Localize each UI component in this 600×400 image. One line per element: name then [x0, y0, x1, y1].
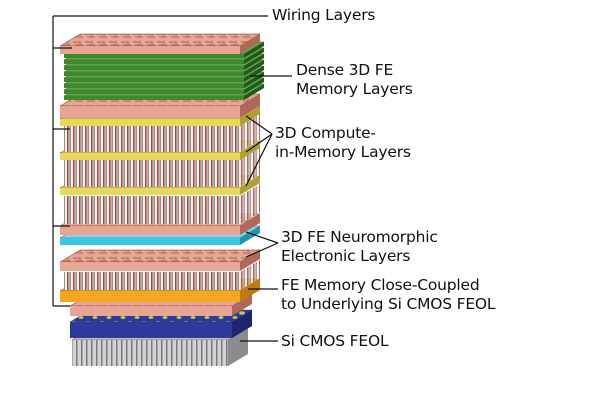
neuromorphic-cyan-layer-front	[60, 238, 240, 245]
neuromorphic-pillars-lower-side	[240, 260, 260, 290]
neuromorphic-plate-lower	[59, 249, 261, 271]
neuromorphic-plate-upper-front	[60, 226, 240, 235]
cim-top-wiring-plate-front	[60, 106, 240, 118]
cim-pillars-2-side	[240, 148, 260, 187]
cim-pillars-2	[64, 160, 240, 187]
close-coupled-label: FE Memory Close-Coupled to Underlying Si…	[281, 276, 496, 314]
wiring-layers-label-line: Wiring Layers	[272, 6, 376, 24]
dense-memory-layer-8-side	[244, 84, 264, 100]
cim-pillars-3	[64, 196, 240, 224]
layer-stack	[59, 33, 265, 366]
cim-pillars-1-side	[240, 114, 260, 152]
dense-memory-layer-1-side	[244, 42, 264, 58]
close-coupled-label-line-1: FE Memory Close-Coupled	[281, 276, 480, 294]
dense-memory-layer-1-front	[64, 54, 244, 58]
dense-memory-layer-7-front	[64, 90, 244, 94]
neuromorphic-leader-2	[245, 242, 279, 258]
top-wiring-layer-top	[59, 33, 261, 47]
cim-leader-1	[245, 115, 273, 135]
close-coupled-label-line-2: to Underlying Si CMOS FEOL	[281, 295, 496, 313]
close-coupled-memory-layer-side	[240, 279, 260, 302]
neuromorphic-cyan-layer-side	[240, 226, 260, 245]
cim-yellow-plate-2-front	[60, 153, 240, 160]
dense-memory-layer-6-front	[64, 84, 244, 88]
silicon-substrate-layer-side	[228, 328, 248, 366]
si-cmos-feol-layer-side	[232, 310, 252, 338]
dense-memory-layer-7-side	[244, 78, 264, 94]
top-wiring-layer-front	[60, 46, 240, 54]
neuromorphic-plate-upper-side	[240, 214, 260, 235]
neuromorphic-plate-lower-top	[59, 249, 261, 263]
dense-memory-layer-4-front	[64, 72, 244, 76]
dense-memory-layer-4-side	[244, 60, 264, 76]
cim-yellow-plate-3-side	[240, 176, 260, 195]
feol-wiring-plate-side	[232, 294, 252, 316]
compute-in-memory-label: 3D Compute- in-Memory Layers	[275, 124, 411, 162]
dense-memory-layer-8-front	[64, 96, 244, 100]
si-cmos-feol-label: Si CMOS FEOL	[281, 332, 389, 351]
dense-fe-memory-label-line-2: Memory Layers	[296, 80, 413, 98]
neuromorphic-plate-lower-front	[60, 262, 240, 271]
cim-pillars-1	[64, 126, 240, 152]
neuromorphic-plate-lower-side	[240, 250, 260, 271]
silicon-substrate-layer-front	[72, 340, 228, 366]
si-cmos-feol-label-line: Si CMOS FEOL	[281, 332, 389, 350]
dense-memory-layer-2-side	[244, 48, 264, 64]
feol-wiring-plate-front	[70, 306, 232, 316]
top-wiring-layer-side	[240, 34, 260, 54]
neuromorphic-leader-1	[245, 231, 279, 244]
cim-pillars-3-side	[240, 184, 260, 224]
dense-fe-memory-label-line-1: Dense 3D FE	[296, 61, 394, 79]
wiring-layers-label: Wiring Layers	[272, 6, 375, 25]
dense-memory-layer-5-side	[244, 66, 264, 82]
dense-memory-layer-3-side	[244, 54, 264, 70]
close-coupled-memory-layer-front	[60, 291, 240, 302]
cim-yellow-plate-1-side	[240, 107, 260, 126]
dense-memory-layer-5-front	[64, 78, 244, 82]
dense-fe-memory-label: Dense 3D FE Memory Layers	[296, 61, 413, 99]
neuromorphic-pillars-lower	[64, 272, 240, 290]
cim-leader-2	[245, 133, 273, 153]
neuromorphic-label: 3D FE Neuromorphic Electronic Layers	[281, 228, 438, 266]
top-wiring-layer	[59, 33, 261, 54]
leader-lines	[52, 15, 292, 342]
neuromorphic-label-line-2: Electronic Layers	[281, 247, 411, 265]
neuromorphic-label-line-1: 3D FE Neuromorphic	[281, 228, 438, 246]
si-cmos-feol-layer-front	[70, 322, 232, 338]
cim-top-wiring-plate-side	[240, 94, 260, 118]
compute-in-memory-label-line-1: 3D Compute-	[275, 124, 376, 142]
cim-yellow-plate-3-front	[60, 188, 240, 195]
compute-in-memory-label-line-2: in-Memory Layers	[275, 143, 411, 161]
cim-yellow-plate-1-front	[60, 119, 240, 126]
dense-memory-layer-2-front	[64, 60, 244, 64]
dense-memory-layer-3-front	[64, 66, 244, 70]
cim-leader-3	[245, 133, 273, 187]
